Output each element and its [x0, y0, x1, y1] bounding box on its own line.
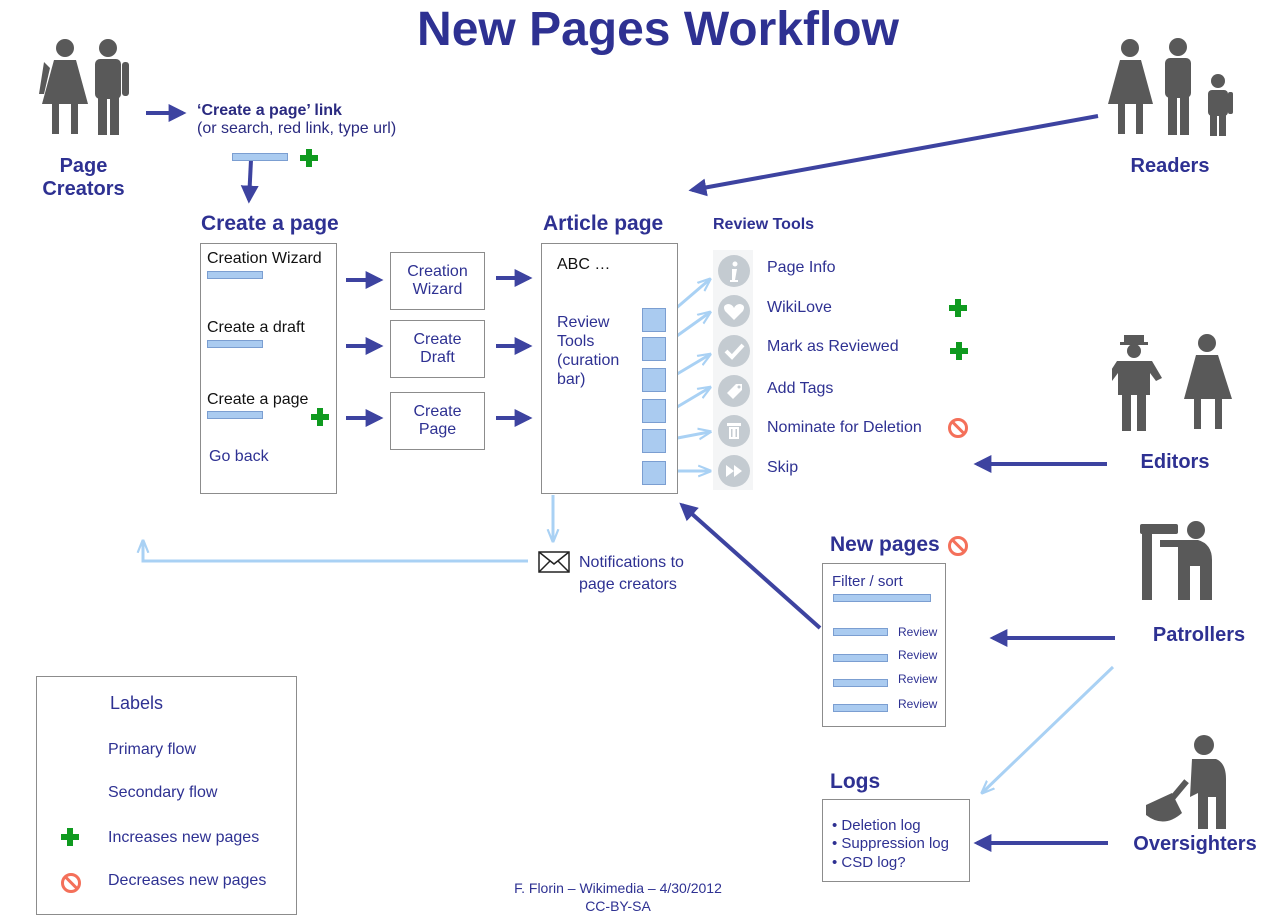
- log-csd[interactable]: • CSD log?: [832, 854, 906, 871]
- increase-plus-icon: [949, 299, 967, 317]
- legend-increases: Increases new pages: [108, 829, 260, 846]
- editors-label: Editors: [1140, 451, 1210, 473]
- create-link-label[interactable]: ‘Create a page’ link: [197, 102, 342, 119]
- legend-box: Labels Primary flow Secondary flow Incre…: [36, 676, 297, 915]
- curation-bar-button[interactable]: [642, 399, 666, 423]
- article-heading: Article page: [543, 212, 664, 235]
- oversighters-icon: [1146, 735, 1226, 829]
- increase-plus-icon: [300, 149, 318, 167]
- trash-icon[interactable]: [718, 415, 750, 447]
- new-pages-heading: New pages: [830, 533, 940, 556]
- envelope-icon: [538, 551, 570, 573]
- tool-mark-reviewed[interactable]: Mark as Reviewed: [767, 338, 899, 355]
- option-page-field[interactable]: [207, 411, 263, 419]
- credit-line-1: F. Florin – Wikimedia – 4/30/2012: [514, 880, 722, 896]
- page-row-bar: [833, 654, 888, 662]
- legend-heading: Labels: [110, 693, 164, 713]
- go-back-link[interactable]: Go back: [209, 448, 269, 465]
- skip-icon[interactable]: [718, 455, 750, 487]
- arrow-link-to-create: [240, 159, 259, 204]
- step-label: Create Page: [413, 403, 462, 438]
- option-create-draft[interactable]: Create a draft: [207, 319, 305, 336]
- step-label: Create Draft: [413, 331, 462, 366]
- create-link-sub: (or search, red link, type url): [197, 120, 397, 137]
- decrease-ban-icon: [948, 536, 968, 556]
- new-pages-box: Filter / sort Review Review Review Revie…: [822, 563, 946, 727]
- arrow-newpages-to-article: [679, 502, 822, 630]
- page-row-bar: [833, 628, 888, 636]
- step-label: Creation Wizard: [407, 263, 468, 298]
- notifications-label: Notifications to page creators: [579, 554, 684, 593]
- option-creation-wizard[interactable]: Creation Wizard: [207, 250, 322, 267]
- review-link[interactable]: Review: [898, 648, 938, 662]
- legend-decreases: Decreases new pages: [108, 872, 267, 889]
- article-review-tools: Review Tools (curation bar): [557, 314, 620, 388]
- article-box: ABC … Review Tools (curation bar): [541, 243, 678, 494]
- tool-nominate-deletion[interactable]: Nominate for Deletion: [767, 419, 922, 436]
- review-tools-heading: Review Tools: [713, 216, 815, 233]
- decrease-ban-icon: [61, 873, 81, 893]
- step-create-page[interactable]: Create Page: [390, 392, 485, 450]
- tool-add-tags[interactable]: Add Tags: [767, 380, 834, 397]
- article-abc: ABC …: [557, 256, 611, 273]
- increase-plus-icon: [61, 828, 79, 846]
- checkmark-icon[interactable]: [718, 335, 750, 367]
- legend-secondary: Secondary flow: [108, 784, 218, 801]
- patrollers-icon: [1140, 521, 1212, 600]
- tool-page-info[interactable]: Page Info: [767, 259, 836, 276]
- arrow-readers-to-article: [688, 114, 1099, 197]
- patrollers-label: Patrollers: [1152, 624, 1246, 646]
- decrease-ban-icon: [948, 418, 968, 438]
- diagram-title: New Pages Workflow: [417, 3, 899, 56]
- readers-icon: [1108, 38, 1233, 136]
- page-row-bar: [833, 704, 888, 712]
- review-link[interactable]: Review: [898, 672, 938, 686]
- logs-box: • Deletion log • Suppression log • CSD l…: [822, 799, 970, 882]
- tool-wikilove[interactable]: WikiLove: [767, 299, 832, 316]
- curation-bar-button[interactable]: [642, 429, 666, 453]
- create-page-heading: Create a page: [201, 212, 339, 235]
- review-link[interactable]: Review: [898, 697, 938, 711]
- logs-heading: Logs: [830, 770, 881, 793]
- page-creators-label: Page Creators: [42, 155, 125, 200]
- page-row-bar: [833, 679, 888, 687]
- log-deletion[interactable]: • Deletion log: [832, 817, 921, 834]
- arrow-notifications-to-creators: [143, 542, 528, 563]
- option-wizard-field[interactable]: [207, 271, 263, 279]
- tag-icon[interactable]: [718, 375, 750, 407]
- editors-icon: [1112, 334, 1232, 431]
- credit-line-2: CC-BY-SA: [585, 898, 651, 914]
- step-creation-wizard[interactable]: Creation Wizard: [390, 252, 485, 310]
- page-creators-icon: [39, 39, 129, 135]
- curation-bar-button[interactable]: [642, 461, 666, 485]
- create-page-box: Creation Wizard Create a draft Create a …: [200, 243, 337, 494]
- filter-sort-label: Filter / sort: [832, 573, 903, 590]
- readers-label: Readers: [1130, 155, 1210, 177]
- option-draft-field[interactable]: [207, 340, 263, 348]
- arrow-patrollers-to-logs: [983, 665, 1115, 792]
- log-suppression[interactable]: • Suppression log: [832, 835, 949, 852]
- review-toolbar: [713, 250, 753, 490]
- curation-bar-button[interactable]: [642, 368, 666, 392]
- heart-icon[interactable]: [718, 295, 750, 327]
- option-create-page[interactable]: Create a page: [207, 391, 309, 408]
- curation-bar-button[interactable]: [642, 337, 666, 361]
- oversighters-label: Oversighters: [1133, 833, 1257, 855]
- increase-plus-icon: [950, 342, 968, 360]
- legend-primary: Primary flow: [108, 741, 197, 758]
- review-link[interactable]: Review: [898, 625, 938, 639]
- increase-plus-icon: [311, 408, 329, 426]
- filter-sort-field[interactable]: [833, 594, 931, 602]
- info-icon[interactable]: [718, 255, 750, 287]
- curation-bar-button[interactable]: [642, 308, 666, 332]
- tool-skip[interactable]: Skip: [767, 459, 799, 476]
- create-link-field[interactable]: [232, 153, 288, 161]
- step-create-draft[interactable]: Create Draft: [390, 320, 485, 378]
